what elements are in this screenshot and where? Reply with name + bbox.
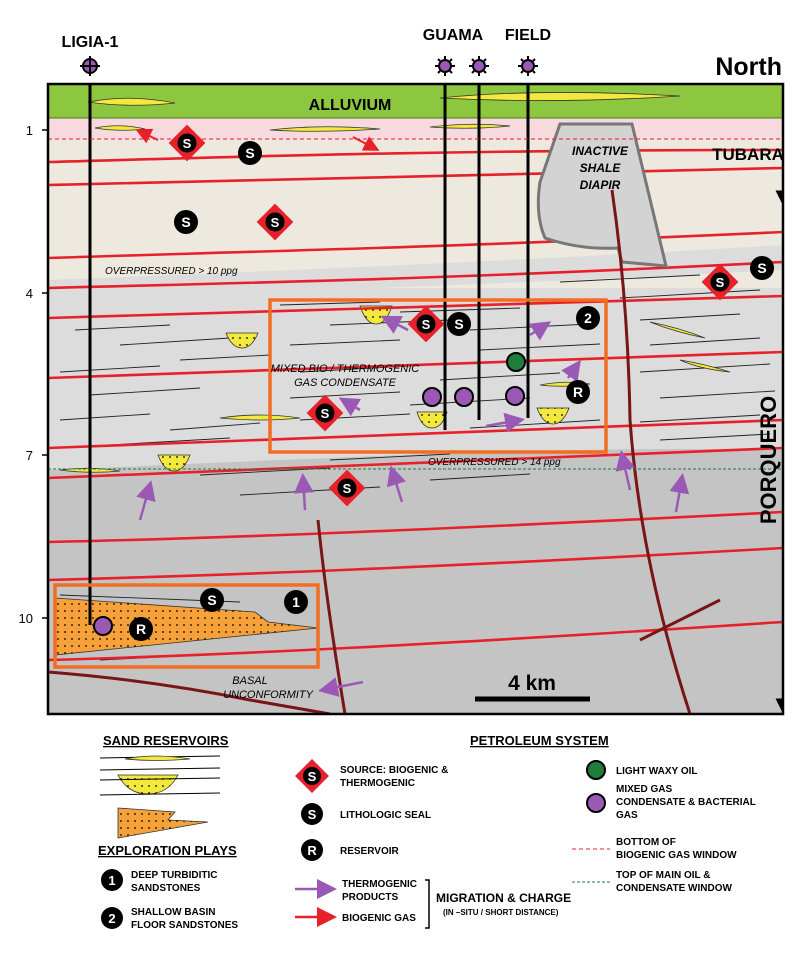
- legend-migration: (IN –SITU / SHORT DISTANCE): [443, 908, 559, 917]
- biogenic-arrows: [135, 128, 380, 151]
- reservoir-letter: R: [136, 621, 146, 637]
- legend-play-1: DEEP TURBIDITIC: [131, 870, 218, 881]
- seal-letter: S: [181, 214, 190, 230]
- legend-biogenic: BIOGENIC GAS: [342, 913, 416, 924]
- svg-text:S: S: [308, 807, 317, 822]
- oil-circle-icon: [586, 760, 606, 780]
- seal-letter: S: [454, 316, 463, 332]
- svg-text:INACTIVE: INACTIVE: [572, 144, 629, 158]
- legend-mixed-gas: MIXED GAS: [616, 784, 672, 795]
- source-letter: S: [271, 215, 280, 230]
- svg-text:MIXED BIO / THERMOGENIC: MIXED BIO / THERMOGENIC: [271, 363, 420, 375]
- legend-plays-title: EXPLORATION PLAYS: [98, 843, 237, 858]
- section-frame: [46, 82, 785, 716]
- sand-lens-icon: [99, 755, 221, 839]
- depth-axis: 1 4 7 10: [19, 123, 48, 626]
- seal-letter: S: [245, 145, 254, 161]
- legend-thermogenic: PRODUCTS: [342, 892, 398, 903]
- legend-top-oil: TOP OF MAIN OIL &: [616, 870, 710, 881]
- svg-text:DIAPIR: DIAPIR: [580, 178, 621, 192]
- reservoir-markers: R R: [129, 380, 590, 641]
- source-letter: S: [321, 406, 330, 421]
- svg-text:SHALE: SHALE: [580, 161, 622, 175]
- well-bores: [88, 84, 530, 625]
- legend-reservoir: RESERVOIR: [340, 846, 399, 857]
- legend-seal: LITHOLOGIC SEAL: [340, 810, 431, 821]
- source-letter: S: [422, 317, 431, 332]
- depth-tick-label: 1: [26, 123, 33, 138]
- legend-thermogenic: THERMOGENIC: [342, 879, 417, 890]
- legend-migration: MIGRATION & CHARGE: [436, 891, 571, 905]
- scale-bar-label: 4 km: [508, 672, 556, 695]
- alluvium-label: ALLUVIUM: [309, 97, 392, 114]
- alluvium-layer: [48, 84, 783, 118]
- legend-mixed-gas: CONDENSATE & BACTERIAL: [616, 797, 756, 808]
- seal-circle-icon: S: [301, 803, 323, 825]
- legend-play-1: SANDSTONES: [131, 883, 201, 894]
- seal-letter: S: [757, 260, 766, 276]
- guama-label: GUAMA: [423, 27, 484, 44]
- deep-turbidite-wedge: [54, 594, 319, 661]
- play-2-number: 2: [584, 310, 592, 326]
- migration-bracket: [425, 879, 430, 929]
- basal-unconformity-label: BASAL UNCONFORMITY: [223, 675, 313, 701]
- source-letter: S: [343, 481, 352, 496]
- field-label: FIELD: [505, 27, 551, 44]
- ligia-well-label: LIGIA-1: [62, 34, 119, 51]
- legend-source: THERMOGENIC: [340, 778, 415, 789]
- tubara-label: TUBARA: [712, 145, 784, 164]
- depth-tick-label: 10: [19, 611, 33, 626]
- thermogenic-arrows: [136, 315, 690, 697]
- legend-play-2: FLOOR SANDSTONES: [131, 920, 238, 931]
- play-1-number: 1: [108, 873, 115, 888]
- seal-letter: S: [207, 592, 216, 608]
- legend-light-oil: LIGHT WAXY OIL: [616, 766, 697, 777]
- legend: SAND RESERVOIRS EXPLORATION PLAYS 1 DEEP…: [98, 733, 756, 931]
- gas-well-icon: [435, 56, 538, 76]
- svg-text:S: S: [308, 769, 317, 784]
- overpressure-upper-label: OVERPRESSURED > 10 ppg: [105, 266, 238, 277]
- legend-top-oil: CONDENSATE WINDOW: [616, 883, 732, 894]
- play-1-number: 1: [292, 594, 300, 610]
- source-letter: S: [183, 136, 192, 151]
- play-2-number: 2: [108, 911, 115, 926]
- source-markers: S S S S S S: [168, 124, 739, 507]
- svg-text:R: R: [307, 843, 317, 858]
- well-symbol-icon: [80, 56, 100, 76]
- legend-mixed-gas: GAS: [616, 810, 638, 821]
- seal-markers: S S S S S: [174, 141, 774, 612]
- play-2-outline: [268, 298, 608, 454]
- reservoir-letter: R: [573, 384, 583, 400]
- legend-bottom-bio: BOTTOM OF: [616, 837, 676, 848]
- gas-circle-icon: [586, 793, 606, 813]
- diapir-label: INACTIVE SHALE DIAPIR: [572, 144, 629, 192]
- biogenic-window-band: [48, 118, 783, 140]
- play-number-markers: 2 1: [284, 306, 600, 614]
- overpressure-lower-label: OVERPRESSURED > 14 ppg: [428, 457, 561, 468]
- legend-bottom-bio: BIOGENIC GAS WINDOW: [616, 850, 737, 861]
- depth-tick-label: 4: [26, 286, 33, 301]
- svg-text:BASAL: BASAL: [232, 675, 267, 687]
- north-label: North: [715, 53, 782, 81]
- legend-system-title: PETROLEUM SYSTEM: [470, 733, 609, 748]
- reservoir-circle-icon: R: [301, 839, 323, 861]
- mixed-gas-label: MIXED BIO / THERMOGENIC GAS CONDENSATE: [271, 363, 420, 389]
- porquero-label: PORQUERO: [756, 396, 781, 524]
- shale-laminae: [59, 274, 776, 496]
- cross-section-panel: S S S S S S S S S S S R R 2 1: [48, 84, 784, 714]
- hydrocarbon-markers: [93, 352, 526, 636]
- depth-tick-label: 7: [26, 448, 33, 463]
- legend-sand-title: SAND RESERVOIRS: [103, 733, 229, 748]
- svg-text:GAS CONDENSATE: GAS CONDENSATE: [294, 377, 397, 389]
- svg-text:UNCONFORMITY: UNCONFORMITY: [223, 689, 313, 701]
- play-1-outline: [53, 583, 320, 669]
- legend-source: SOURCE: BIOGENIC &: [340, 765, 448, 776]
- sand-lenses: [59, 92, 731, 473]
- source-letter: S: [716, 275, 725, 290]
- source-diamond-icon: S: [295, 759, 329, 793]
- legend-play-2: SHALLOW BASIN: [131, 907, 215, 918]
